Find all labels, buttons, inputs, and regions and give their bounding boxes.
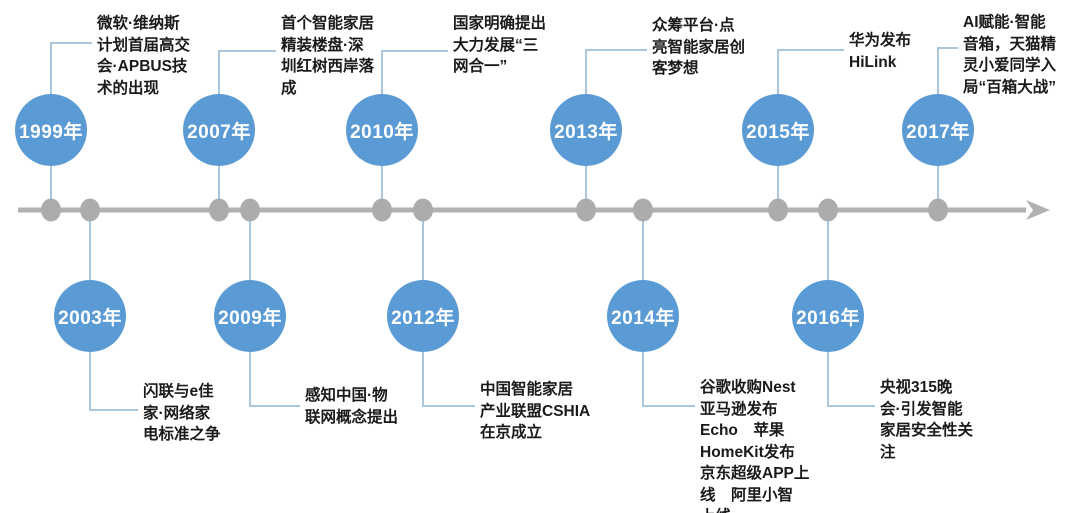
milestone-description-line: 联网概念提出 bbox=[305, 408, 399, 426]
milestone-year-label: 2003年 bbox=[58, 307, 122, 329]
milestone-description-line: 线 阿里小智 bbox=[700, 486, 794, 504]
milestone-description-line: 微软·维纳斯 bbox=[97, 15, 180, 32]
milestone-description: 华为发布 HiLink bbox=[849, 30, 911, 73]
milestone-year-label: 2017年 bbox=[906, 121, 970, 143]
milestone-description: 谷歌收购Nest 亚马逊发布 Echo 苹果 HomeKit发布京东超级APP上线 阿… bbox=[700, 377, 809, 513]
timeline-dot bbox=[413, 198, 433, 222]
milestone-circle-2015: 2015年 bbox=[742, 94, 814, 166]
milestone-description-line: HiLink bbox=[849, 53, 897, 71]
milestone-description-line: 产业联盟CSHIA bbox=[480, 402, 591, 420]
milestone-description-line: 谷歌收购Nest bbox=[700, 379, 796, 396]
milestone-description-line: 央视315晚 bbox=[880, 379, 953, 396]
milestone-description-line: 国家明确提出 bbox=[453, 15, 547, 32]
milestone-year-label: 2012年 bbox=[391, 307, 455, 329]
connector-elbow bbox=[50, 42, 92, 94]
milestone-description-line: 家居安全性关 bbox=[880, 422, 974, 439]
milestone-description-line: 闪联与e佳 bbox=[143, 383, 214, 400]
timeline-dot bbox=[80, 198, 100, 222]
milestone-description-line: 客梦想 bbox=[652, 60, 699, 77]
timeline-dot bbox=[41, 198, 61, 222]
timeline-dot bbox=[928, 198, 948, 222]
timeline-dot bbox=[240, 198, 260, 222]
milestone-description: 央视315晚会·引发智能家居安全性关注 bbox=[880, 377, 973, 463]
milestone-description: 闪联与e佳家·网络家电标准之争 bbox=[143, 381, 221, 446]
milestone-year-label: 2013年 bbox=[554, 121, 618, 143]
connector-elbow bbox=[642, 352, 695, 407]
milestone-description-line: 会·引发智能 bbox=[880, 400, 963, 418]
milestone-description-line: 上线 bbox=[700, 506, 809, 513]
milestone-description-line: 京东超级APP上 bbox=[700, 465, 810, 482]
milestone-description-line: Echo 苹果 bbox=[700, 422, 785, 439]
milestone-description-line: 在京成立 bbox=[480, 424, 543, 441]
milestone-description: 微软·维纳斯计划首届高交会·APBUS技术的出现 bbox=[97, 13, 190, 99]
milestone-description-line: 会·APBUS技 bbox=[97, 58, 188, 75]
milestone-circle-2012: 2012年 bbox=[387, 280, 459, 352]
milestone-year-label: 2009年 bbox=[218, 307, 282, 329]
milestone-description-line: 音箱，天猫精 bbox=[963, 35, 1057, 53]
milestone-circle-2009: 2009年 bbox=[214, 280, 286, 352]
timeline-arrowhead-icon bbox=[1026, 200, 1050, 220]
milestone-year-label: 2010年 bbox=[350, 121, 414, 143]
connector-elbow bbox=[827, 352, 875, 407]
milestone-description-line: 感知中国·物 bbox=[305, 387, 388, 404]
connector-elbow bbox=[218, 50, 276, 94]
milestone-circle-1999: 1999年 bbox=[15, 94, 87, 166]
milestone-description-line: 众筹平台·点 bbox=[652, 17, 735, 34]
milestone-description-line: 华为发布 bbox=[849, 32, 912, 49]
milestone-description: 国家明确提出大力发展“三网合一” bbox=[453, 13, 546, 78]
milestone-circle-2013: 2013年 bbox=[550, 94, 622, 166]
connector-elbow bbox=[89, 352, 138, 411]
milestone-description-line: 局“百箱大战” bbox=[963, 78, 1057, 96]
connector-elbow bbox=[777, 49, 844, 94]
milestone-circle-2016: 2016年 bbox=[792, 280, 864, 352]
milestone-description-line: 首个智能家居 bbox=[281, 15, 375, 32]
milestone-year-label: 2016年 bbox=[796, 307, 860, 329]
milestone-year-label: 1999年 bbox=[19, 121, 83, 143]
connector-elbow bbox=[249, 352, 300, 407]
milestone-description-line: 注 bbox=[880, 443, 896, 461]
milestone-description-line: HomeKit发布 bbox=[700, 443, 795, 461]
milestone-description: 中国智能家居产业联盟CSHIA 在京成立 bbox=[480, 379, 590, 444]
milestone-description: 感知中国·物联网概念提出 bbox=[305, 385, 398, 428]
milestone-circle-2010: 2010年 bbox=[346, 94, 418, 166]
milestone-description-line: 亚马逊发布 bbox=[700, 400, 778, 418]
milestone-circle-2007: 2007年 bbox=[183, 94, 255, 166]
timeline-dot bbox=[768, 198, 788, 222]
milestone-circle-2017: 2017年 bbox=[902, 94, 974, 166]
milestone-description-line: 成 bbox=[281, 79, 297, 97]
connector-elbow bbox=[381, 50, 448, 94]
milestone-circle-2003: 2003年 bbox=[54, 280, 126, 352]
milestone-year-label: 2015年 bbox=[746, 121, 810, 143]
milestone-description-line: 网合一” bbox=[453, 58, 508, 75]
milestone-description-line: 术的出现 bbox=[97, 79, 160, 97]
milestone-year-label: 2007年 bbox=[187, 121, 251, 143]
milestone-description: 众筹平台·点亮智能家居创客梦想 bbox=[652, 15, 745, 80]
milestone-description: AI赋能·智能音箱，天猫精灵小爱同学入局“百箱大战” bbox=[963, 12, 1056, 98]
milestone-description-line: 电标准之争 bbox=[143, 426, 221, 443]
timeline-dot bbox=[818, 198, 838, 222]
milestone-description-line: 中国智能家居 bbox=[480, 381, 574, 398]
milestone-description: 首个智能家居精装楼盘·深圳红树西岸落成 bbox=[281, 13, 374, 99]
milestone-description-line: AI赋能·智能 bbox=[963, 14, 1046, 31]
connector-elbow bbox=[937, 47, 958, 94]
milestone-description-line: 精装楼盘·深 bbox=[281, 36, 364, 54]
timeline-dot bbox=[633, 198, 653, 222]
connector-elbow bbox=[585, 49, 647, 94]
milestone-description-line: 圳红树西岸落 bbox=[281, 58, 375, 75]
milestone-circle-2014: 2014年 bbox=[607, 280, 679, 352]
timeline-dot bbox=[372, 198, 392, 222]
milestone-year-label: 2014年 bbox=[611, 307, 675, 329]
milestone-description-line: 大力发展“三 bbox=[453, 36, 539, 54]
milestone-description-line: 亮智能家居创 bbox=[652, 38, 746, 56]
milestone-description-line: 家·网络家 bbox=[143, 404, 211, 422]
connector-elbow bbox=[422, 352, 475, 407]
milestone-description-line: 计划首届高交 bbox=[97, 36, 191, 54]
timeline-dot bbox=[576, 198, 596, 222]
timeline-dot bbox=[209, 198, 229, 222]
milestone-description-line: 灵小爱同学入 bbox=[963, 57, 1057, 74]
